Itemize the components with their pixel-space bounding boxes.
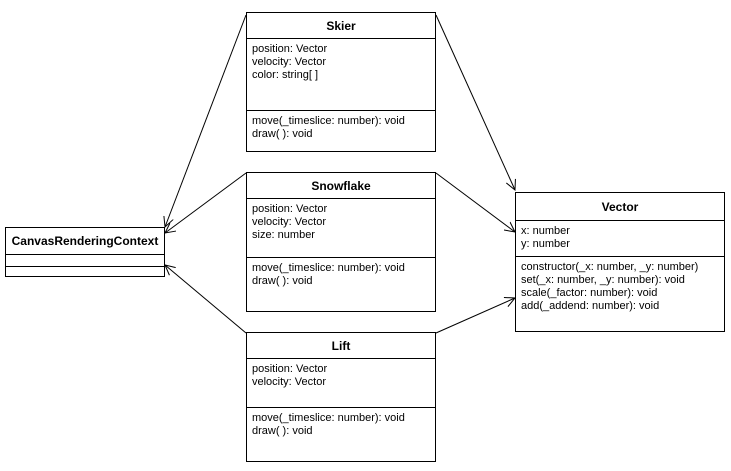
class-canvas-rendering-context[interactable]: CanvasRenderingContext (5, 227, 165, 277)
class-name: CanvasRenderingContext (6, 228, 164, 255)
class-skier[interactable]: Skier position: Vector velocity: Vector … (246, 12, 436, 152)
operations-compartment: move(_timeslice: number): void draw( ): … (247, 407, 435, 461)
class-lift[interactable]: Lift position: Vector velocity: Vector m… (246, 332, 436, 462)
operation: move(_timeslice: number): void (252, 115, 405, 127)
operation: add(_addend: number): void (521, 300, 660, 312)
attribute: velocity: Vector (252, 56, 326, 68)
edge-skier-to-vector (435, 14, 515, 190)
edge-snowflake-to-canvas (165, 172, 247, 233)
operations-compartment: constructor(_x: number, _y: number) set(… (516, 256, 724, 331)
attribute: position: Vector (252, 203, 328, 215)
attribute: x: number (521, 225, 570, 237)
operation: constructor(_x: number, _y: number) (521, 261, 699, 273)
attributes-compartment: x: number y: number (516, 221, 724, 256)
class-name: Vector (516, 193, 724, 221)
attributes-compartment: position: Vector velocity: Vector color:… (247, 39, 435, 110)
edge-lift-to-canvas (165, 265, 247, 334)
class-name: Skier (247, 13, 435, 39)
edge-skier-to-canvas (165, 14, 247, 227)
operation: scale(_factor: number): void (521, 287, 658, 299)
operation: move(_timeslice: number): void (252, 412, 405, 424)
class-snowflake[interactable]: Snowflake position: Vector velocity: Vec… (246, 172, 436, 312)
attribute: color: string[ ] (252, 69, 319, 81)
attributes-compartment: position: Vector velocity: Vector size: … (247, 199, 435, 257)
operations-compartment: move(_timeslice: number): void draw( ): … (247, 110, 435, 151)
class-name: Snowflake (247, 173, 435, 199)
operation: set(_x: number, _y: number): void (521, 274, 685, 286)
attribute: y: number (521, 238, 570, 250)
operation: move(_timeslice: number): void (252, 262, 405, 274)
attributes-compartment: position: Vector velocity: Vector (247, 359, 435, 407)
class-name: Lift (247, 333, 435, 359)
operations-compartment (6, 266, 164, 276)
attribute: position: Vector (252, 43, 328, 55)
edge-snowflake-to-vector (435, 172, 515, 232)
operation: draw( ): void (252, 275, 313, 287)
operation: draw( ): void (252, 128, 313, 140)
attribute: velocity: Vector (252, 216, 326, 228)
attributes-compartment (6, 255, 164, 266)
attribute: position: Vector (252, 363, 328, 375)
operation: draw( ): void (252, 425, 313, 437)
attribute: velocity: Vector (252, 376, 326, 388)
operations-compartment: move(_timeslice: number): void draw( ): … (247, 257, 435, 311)
attribute: size: number (252, 229, 315, 241)
edge-lift-to-vector (435, 298, 515, 334)
class-vector[interactable]: Vector x: number y: number constructor(_… (515, 192, 725, 332)
